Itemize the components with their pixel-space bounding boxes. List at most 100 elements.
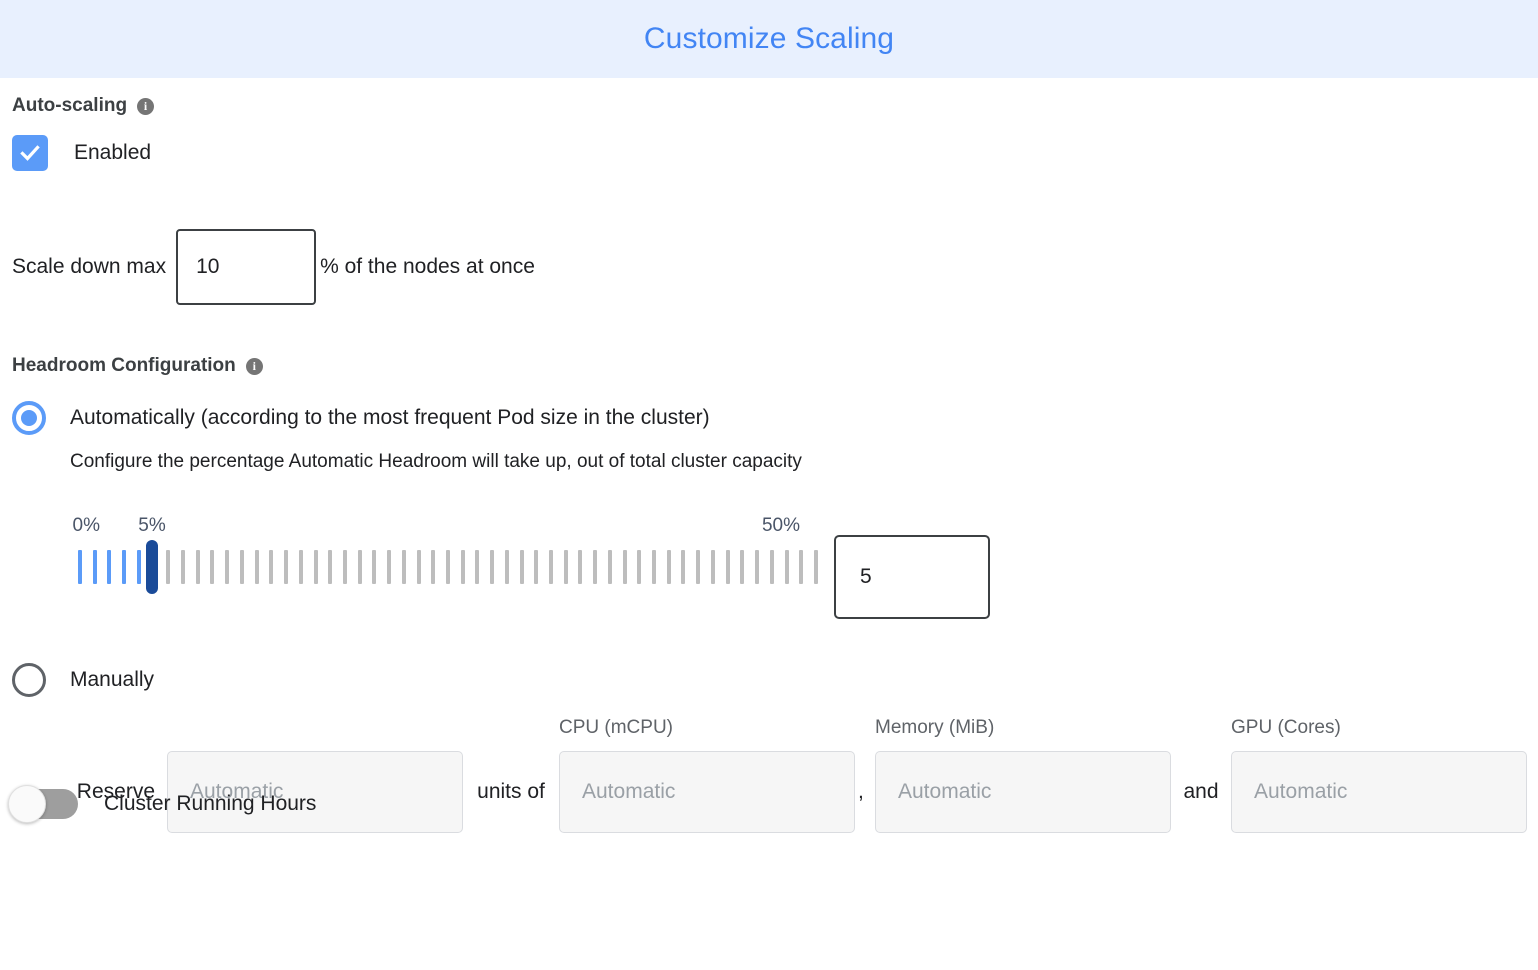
scale-down-max-label: Scale down max xyxy=(12,255,167,278)
dialog-header: Customize Scaling xyxy=(0,0,1538,78)
reserve-memory-input[interactable] xyxy=(875,751,1171,833)
headroom-slider-block: 0% 5% 50% xyxy=(12,515,1526,619)
slider-max-label: 50% xyxy=(761,515,801,536)
cluster-running-hours-row[interactable]: Cluster Running Hours xyxy=(8,785,317,823)
reserve-cpu-input[interactable] xyxy=(559,751,855,833)
slider-tick xyxy=(210,550,215,584)
enabled-checkbox-label: Enabled xyxy=(74,141,152,164)
slider-tick xyxy=(563,550,568,584)
slider-tick xyxy=(269,550,274,584)
radio-automatic[interactable] xyxy=(12,401,46,435)
manual-column-headers: CPU (mCPU) Memory (MiB) GPU (Cores) xyxy=(12,711,1526,739)
slider-tick xyxy=(298,550,303,584)
headroom-section-label: Headroom Configuration i xyxy=(12,355,1526,377)
slider-tick xyxy=(769,550,774,584)
reserve-gpu-input[interactable] xyxy=(1231,751,1527,833)
reserve-label: Reserve xyxy=(76,780,155,803)
column-header-gpu: GPU (Cores) xyxy=(1231,717,1341,738)
slider-tick xyxy=(549,550,553,584)
slider-tick xyxy=(328,550,333,584)
radio-manually-label: Manually xyxy=(70,668,155,691)
headroom-automatic-description: Configure the percentage Automatic Headr… xyxy=(70,451,802,472)
scale-down-max-row: Scale down max % of the nodes at once xyxy=(12,229,1526,305)
slider-tick xyxy=(755,550,760,584)
manual-reserve-row: Reserve units of , and xyxy=(12,751,1527,833)
slider-tick xyxy=(710,550,715,584)
slider-tick xyxy=(504,550,509,584)
slider-tick xyxy=(652,550,657,584)
slider-tick xyxy=(284,550,289,584)
scale-down-max-suffix: % of the nodes at once xyxy=(320,255,535,278)
headroom-manual-row[interactable]: Manually xyxy=(12,663,1526,697)
slider-tick xyxy=(225,550,230,584)
auto-scaling-enabled-row[interactable]: Enabled xyxy=(12,135,1526,171)
slider-tick xyxy=(92,550,97,584)
cluster-running-hours-toggle[interactable] xyxy=(8,785,78,823)
slider-tick xyxy=(799,550,804,584)
slider-tick xyxy=(696,550,701,584)
cluster-running-hours-label: Cluster Running Hours xyxy=(104,792,317,815)
column-header-memory: Memory (MiB) xyxy=(875,717,995,738)
slider-tick xyxy=(166,550,171,584)
headroom-label-text: Headroom Configuration xyxy=(12,355,236,376)
slider-tick xyxy=(195,550,200,584)
column-header-cpu: CPU (mCPU) xyxy=(559,717,673,738)
slider-tick xyxy=(637,550,642,584)
and-label: and xyxy=(1183,780,1219,803)
auto-scaling-section-label: Auto-scaling i xyxy=(12,95,1526,117)
info-icon[interactable]: i xyxy=(245,357,263,375)
slider-tick xyxy=(445,550,450,584)
enabled-checkbox[interactable] xyxy=(12,135,48,171)
toggle-knob xyxy=(8,785,46,823)
slider-tick xyxy=(490,550,495,584)
slider-current-label: 5% xyxy=(138,515,166,536)
slider-tick xyxy=(313,550,318,584)
headroom-automatic-row[interactable]: Automatically (according to the most fre… xyxy=(12,401,1526,435)
slider-tick xyxy=(416,550,421,584)
info-icon[interactable]: i xyxy=(137,97,155,115)
manual-reserve-block: CPU (mCPU) Memory (MiB) GPU (Cores) Rese… xyxy=(12,711,1527,833)
scale-down-max-input[interactable] xyxy=(176,229,317,305)
headroom-slider[interactable]: 0% 5% 50% xyxy=(73,515,818,594)
comma-separator: , xyxy=(858,780,864,803)
slider-tick xyxy=(460,550,465,584)
slider-tick xyxy=(607,550,612,584)
slider-track[interactable] xyxy=(78,540,818,594)
slider-tick xyxy=(342,550,347,584)
slider-tick xyxy=(534,550,539,584)
slider-tick xyxy=(431,550,436,584)
slider-tick xyxy=(181,550,186,584)
slider-tick xyxy=(784,550,789,584)
slider-tick xyxy=(593,550,598,584)
slider-tick xyxy=(357,550,362,584)
slider-tick xyxy=(136,550,141,584)
slider-tick xyxy=(401,550,406,584)
slider-tick xyxy=(387,550,392,584)
slider-tick xyxy=(622,550,627,584)
reserve-units-input[interactable] xyxy=(167,751,463,833)
slider-thumb[interactable] xyxy=(146,540,158,594)
slider-tick xyxy=(239,550,244,584)
units-of-label: units of xyxy=(477,780,545,803)
slider-tick xyxy=(740,550,745,584)
slider-captions: 0% 5% 50% xyxy=(73,515,818,541)
slider-tick xyxy=(666,550,671,584)
slider-min-label: 0% xyxy=(72,515,100,536)
slider-tick xyxy=(372,550,377,584)
slider-tick xyxy=(813,550,818,584)
slider-tick xyxy=(519,550,524,584)
slider-tick xyxy=(254,550,259,584)
slider-tick xyxy=(475,550,480,584)
headroom-percentage-input[interactable] xyxy=(834,535,990,619)
auto-scaling-label-text: Auto-scaling xyxy=(12,95,128,116)
slider-tick xyxy=(725,550,730,584)
slider-tick xyxy=(78,550,82,584)
radio-manually[interactable] xyxy=(12,663,46,697)
settings-body: Auto-scaling i Enabled Scale down max % … xyxy=(0,95,1538,833)
check-icon xyxy=(20,145,40,161)
radio-automatic-label: Automatically (according to the most fre… xyxy=(70,406,710,429)
slider-tick xyxy=(122,550,127,584)
page-title: Customize Scaling xyxy=(643,22,895,55)
slider-tick xyxy=(681,550,686,584)
slider-tick xyxy=(578,550,583,584)
